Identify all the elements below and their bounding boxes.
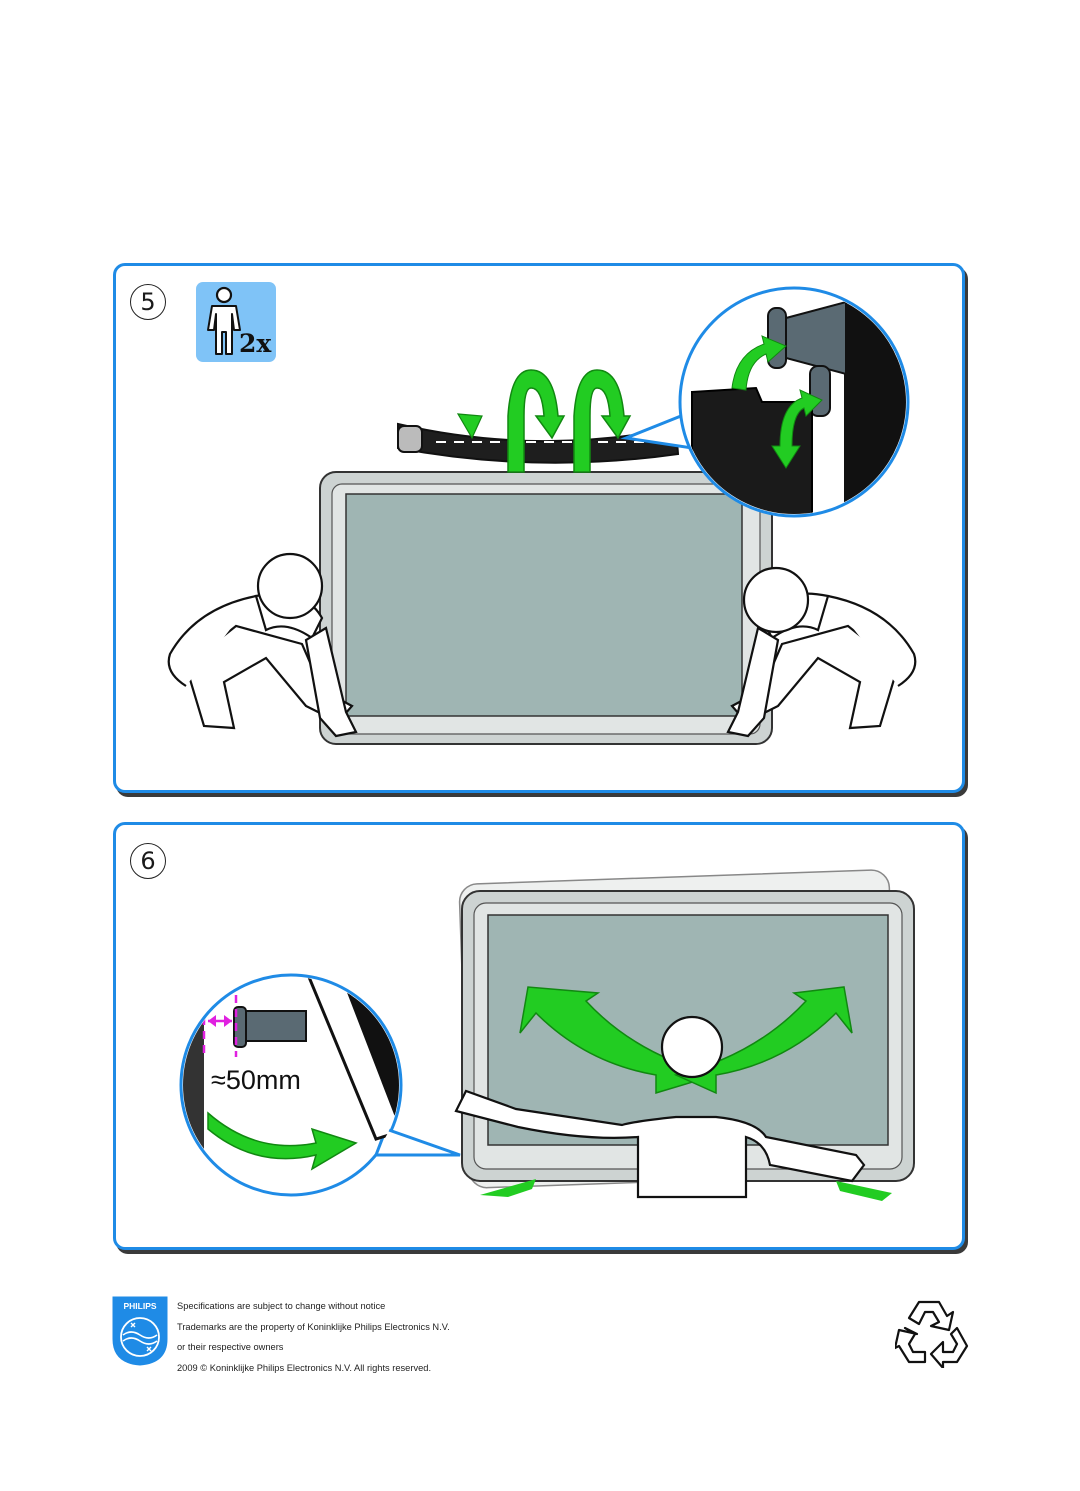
lift-arrow-right: [573, 369, 632, 473]
legal-line: or their respective owners: [177, 1342, 284, 1352]
step-number: 5: [130, 284, 166, 320]
step-5-illustration: [167, 286, 917, 745]
recycle-icon: [895, 1300, 969, 1368]
people-required-badge: 2x: [196, 282, 276, 362]
brand-wordmark: PHILIPS: [123, 1301, 156, 1311]
person-right: [726, 566, 917, 738]
legal-line: 2009 © Koninklijke Philips Electronics N…: [177, 1362, 432, 1373]
legal-line: Trademarks are the property of Koninklij…: [177, 1321, 450, 1332]
person-icon: [207, 286, 241, 355]
legal-line: Specifications are subject to change wit…: [177, 1301, 386, 1311]
lift-arrow-left: [507, 369, 566, 473]
person-center: [454, 1015, 866, 1199]
step-number: 6: [130, 843, 166, 879]
philips-shield-icon: PHILIPS: [112, 1296, 168, 1366]
step-6-panel: 6 ≈50mm: [113, 822, 965, 1250]
wall-bracket: [397, 422, 680, 464]
person-left: [167, 552, 358, 738]
people-count-label: 2x: [239, 329, 272, 358]
step-5-panel: 5 2x: [113, 263, 965, 793]
step-6-illustration: [179, 869, 915, 1201]
tv-screen: [345, 493, 743, 717]
legal-text: Specifications are subject to change wit…: [177, 1296, 450, 1378]
distance-label: ≈50mm: [211, 1065, 301, 1095]
